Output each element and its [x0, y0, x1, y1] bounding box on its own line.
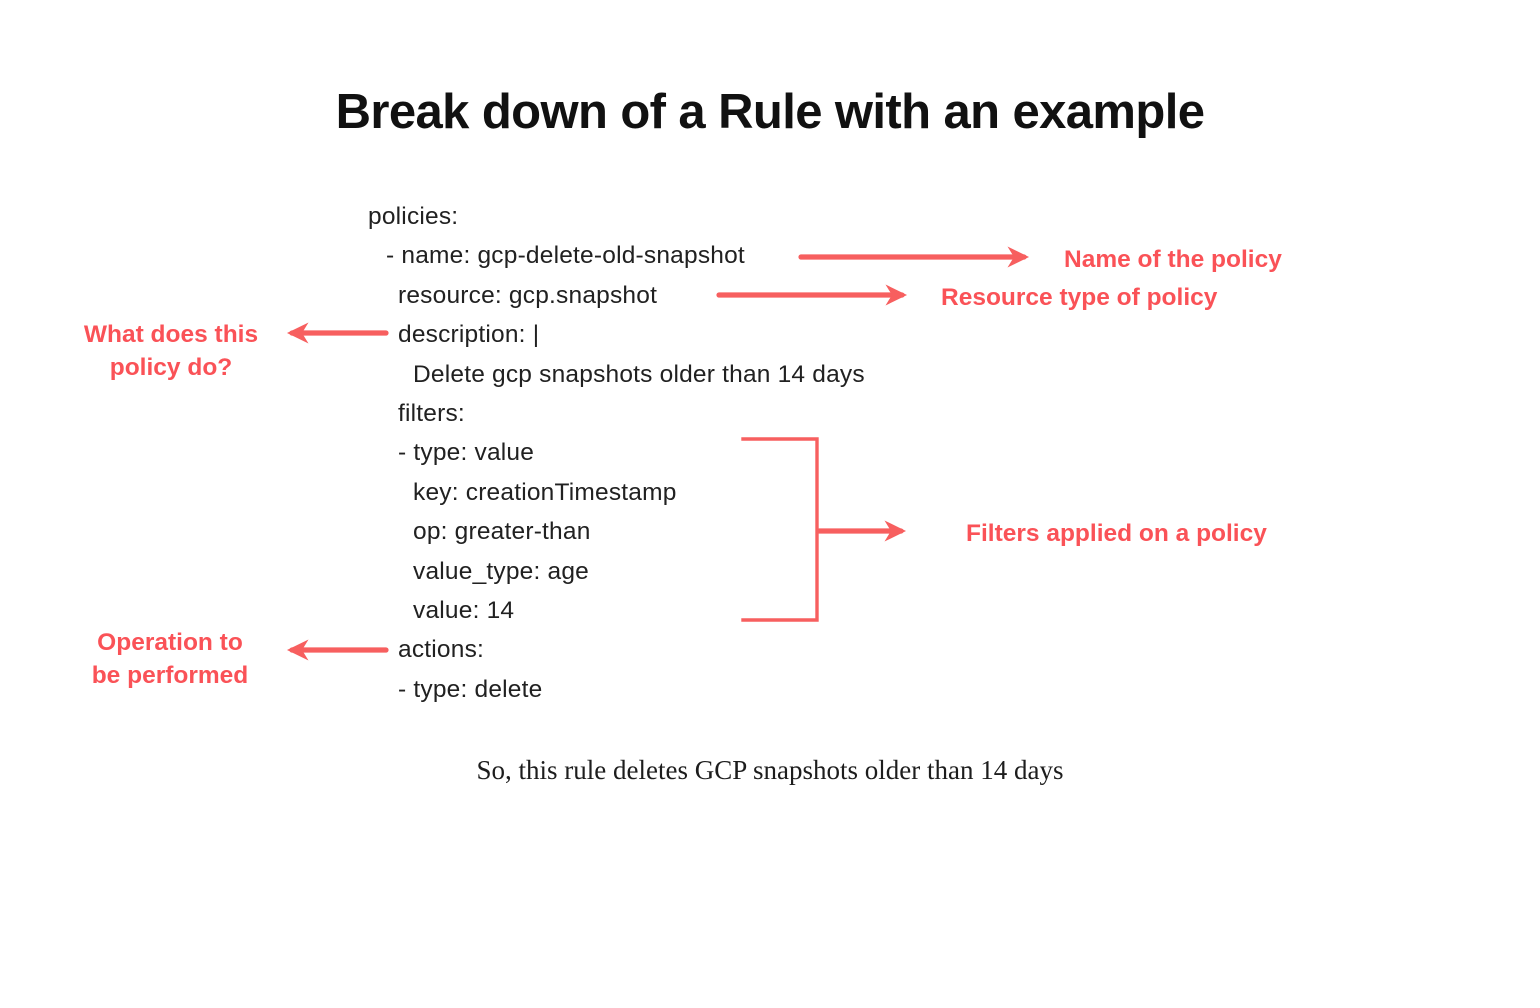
annotation-what-does-policy-do: What does this policy do?	[76, 318, 266, 384]
yaml-line-name: - name: gcp-delete-old-snapshot	[386, 242, 745, 270]
annotation-filters-applied: Filters applied on a policy	[966, 520, 1267, 547]
yaml-line-resource: resource: gcp.snapshot	[398, 281, 658, 309]
annotation-name-of-policy: Name of the policy	[1064, 246, 1282, 273]
annotation-operation-performed: Operation to be performed	[80, 626, 260, 692]
yaml-line-filter-key: key: creationTimestamp	[413, 478, 677, 506]
annotation-line: policy do?	[109, 354, 233, 381]
yaml-code-block: policies: - name: gcp-delete-old-snapsho…	[368, 197, 865, 709]
yaml-line-filter-value-type: value_type: age	[413, 557, 589, 585]
annotation-line: be performed	[91, 662, 249, 689]
yaml-line-filter-value: value: 14	[413, 596, 515, 624]
annotation-resource-type: Resource type of policy	[941, 284, 1218, 311]
summary-caption: So, this rule deletes GCP snapshots olde…	[476, 755, 1064, 785]
yaml-line-filter-op: op: greater-than	[413, 518, 591, 546]
annotation-line: What does this	[83, 321, 259, 348]
yaml-line-filters: filters:	[398, 399, 465, 427]
yaml-line-description: description: |	[398, 321, 540, 349]
diagram-title: Break down of a Rule with an example	[335, 85, 1205, 139]
yaml-line-action-type: - type: delete	[398, 675, 543, 703]
yaml-line-policies: policies:	[368, 203, 459, 230]
yaml-line-description-text: Delete gcp snapshots older than 14 days	[413, 360, 865, 388]
yaml-line-actions: actions:	[398, 636, 485, 664]
yaml-line-filter-type: - type: value	[398, 439, 535, 467]
annotation-line: Operation to	[97, 629, 243, 656]
